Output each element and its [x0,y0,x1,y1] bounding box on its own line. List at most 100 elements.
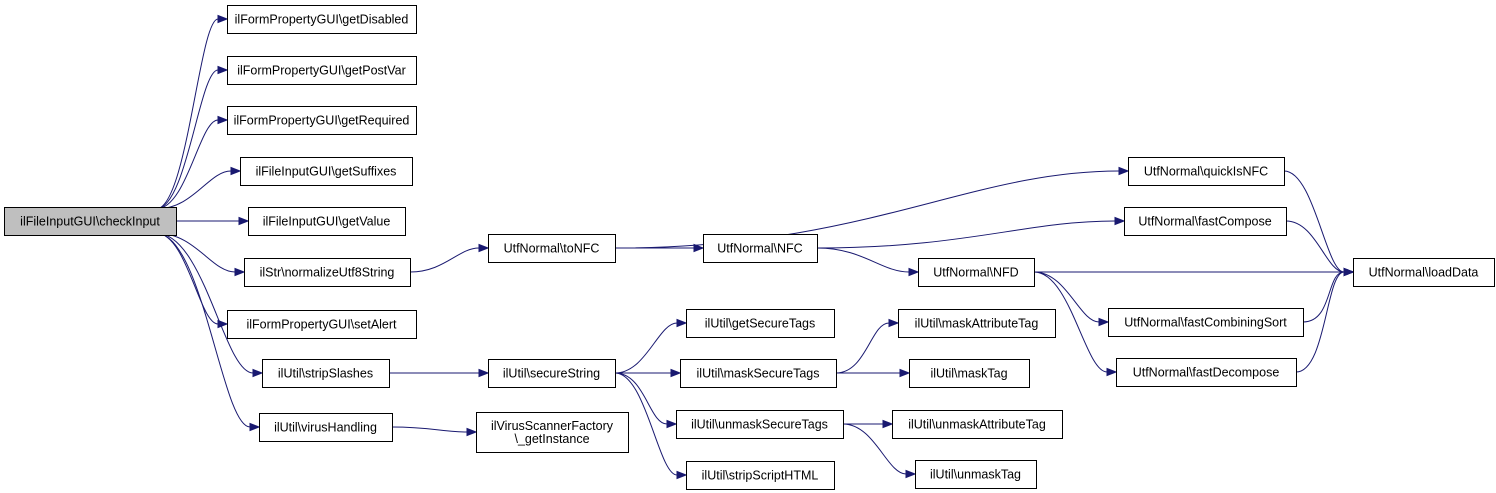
node-box-get-instance [476,412,629,453]
node-label-get-post-var: ilFormPropertyGUI\getPostVar [237,64,406,78]
node-mask-secure-tags[interactable]: ilUtil\maskSecureTags [680,359,837,388]
node-box-nfd [918,258,1035,287]
node-label-to-nfc: UtfNormal\toNFC [504,242,600,256]
node-label-mask-secure-tags: ilUtil\maskSecureTags [697,367,820,381]
node-label-get-value: ilFileInputGUI\getValue [263,215,391,229]
node-unmask-secure-tags[interactable]: ilUtil\unmaskSecureTags [676,410,844,439]
node-box-nfc [703,234,818,263]
node-box-get-post-var [227,56,417,85]
node-box-mask-attribute-tag [898,309,1056,338]
arrowhead-nfc-to-fast-compose [1114,216,1126,226]
node-get-post-var[interactable]: ilFormPropertyGUI\getPostVar [227,56,417,85]
node-virus-handling[interactable]: ilUtil\virusHandling [259,413,393,442]
node-mask-attribute-tag[interactable]: ilUtil\maskAttributeTag [898,309,1056,338]
arrowhead-normalize-utf8-string-to-to-nfc [478,243,490,253]
edge-nfd-to-fast-combining-sort [1033,271,1100,323]
arrowhead-nfd-to-fast-combining-sort [1098,317,1110,327]
arrowhead-check-input-to-get-required [217,115,229,125]
node-mask-tag[interactable]: ilUtil\maskTag [909,359,1030,388]
edge-fast-compose-to-load-data [1285,220,1345,273]
node-quick-is-nfc[interactable]: UtfNormal\quickIsNFC [1128,157,1285,186]
arrowhead-secure-string-to-mask-secure-tags [670,368,682,378]
node-box-load-data [1353,258,1495,287]
edge-check-input-to-get-disabled [155,18,219,210]
arrowhead-check-input-to-get-disabled [217,14,229,24]
arrowhead-unmask-secure-tags-to-unmask-tag [905,469,917,479]
node-load-data[interactable]: UtfNormal\loadData [1353,258,1495,287]
arrowhead-secure-string-to-unmask-secure-tags [666,419,678,429]
arrowhead-to-nfc-to-nfc [693,243,705,253]
node-box-normalize-utf8-string [244,258,411,287]
node-label-fast-combining-sort: UtfNormal\fastCombiningSort [1124,316,1287,330]
arrowhead-virus-handling-to-get-instance [466,427,478,437]
edge-to-nfc-to-quick-is-nfc [614,170,1120,249]
node-check-input[interactable]: ilFileInputGUI\checkInput [4,207,177,236]
node-label-strip-script-html: ilUtil\stripScriptHTML [702,469,819,483]
edge-nfc-to-nfd [816,247,910,273]
arrowhead-check-input-to-strip-slashes [252,368,264,378]
edge-quick-is-nfc-to-load-data [1283,170,1345,273]
node-get-value[interactable]: ilFileInputGUI\getValue [248,207,406,236]
node-label-quick-is-nfc: UtfNormal\quickIsNFC [1144,165,1268,179]
node-unmask-attribute-tag[interactable]: ilUtil\unmaskAttributeTag [892,410,1063,439]
node-box-mask-tag [909,359,1030,388]
edge-virus-handling-to-get-instance [391,426,468,433]
node-box-unmask-secure-tags [676,410,844,439]
node-box-quick-is-nfc [1128,157,1285,186]
node-unmask-tag[interactable]: ilUtil\unmaskTag [915,460,1037,489]
node-to-nfc[interactable]: UtfNormal\toNFC [488,234,616,263]
node-label-secure-string: ilUtil\secureString [503,367,600,381]
node-box-unmask-tag [915,460,1037,489]
arrowhead-check-input-to-virus-handling [249,422,261,432]
node-nfd[interactable]: UtfNormal\NFD [918,258,1035,287]
node-fast-compose[interactable]: UtfNormal\fastCompose [1124,207,1287,236]
arrowhead-check-input-to-set-alert [217,319,229,329]
node-label-get-secure-tags: ilUtil\getSecureTags [705,317,815,331]
arrowhead-secure-string-to-get-secure-tags [676,318,688,328]
node-get-secure-tags[interactable]: ilUtil\getSecureTags [686,309,835,338]
node-label-unmask-attribute-tag: ilUtil\unmaskAttributeTag [908,418,1046,432]
arrowhead-check-input-to-get-suffixes [230,166,242,176]
edge-check-input-to-strip-slashes [155,232,254,374]
node-secure-string[interactable]: ilUtil\secureString [488,359,616,388]
node-strip-script-html[interactable]: ilUtil\stripScriptHTML [686,461,835,490]
node-get-suffixes[interactable]: ilFileInputGUI\getSuffixes [240,157,413,186]
node-box-strip-script-html [686,461,835,490]
node-get-required[interactable]: ilFormPropertyGUI\getRequired [227,106,417,135]
edge-check-input-to-normalize-utf8-string [155,232,236,273]
node-normalize-utf8-string[interactable]: ilStr\normalizeUtf8String [244,258,411,287]
edge-unmask-secure-tags-to-unmask-tag [842,423,907,475]
node-label-set-alert: ilFormPropertyGUI\setAlert [246,318,397,332]
arrowhead-to-nfc-to-quick-is-nfc [1118,166,1130,176]
node-fast-combining-sort[interactable]: UtfNormal\fastCombiningSort [1108,308,1304,337]
node-label-strip-slashes: ilUtil\stripSlashes [278,367,373,381]
arrowhead-unmask-secure-tags-to-unmask-attribute-tag [882,419,894,429]
node-box-secure-string [488,359,616,388]
node-get-instance[interactable]: ilVirusScannerFactory\_getInstance [476,412,629,453]
arrowhead-check-input-to-get-post-var [217,65,229,75]
node-box-to-nfc [488,234,616,263]
arrowhead-mask-secure-tags-to-mask-tag [899,368,911,378]
arrowhead-fast-decompose-to-load-data [1343,267,1355,277]
node-set-alert[interactable]: ilFormPropertyGUI\setAlert [227,310,417,339]
node-box-virus-handling [259,413,393,442]
edge-secure-string-to-strip-script-html [614,372,678,476]
node-box-strip-slashes [262,359,390,388]
edge-secure-string-to-get-secure-tags [614,322,678,374]
node-label-nfd: UtfNormal\NFD [933,266,1018,280]
node-box-fast-compose [1124,207,1287,236]
node-label-load-data: UtfNormal\loadData [1369,266,1479,280]
edge-check-input-to-get-required [155,119,219,210]
edge-check-input-to-get-post-var [155,69,219,210]
edge-mask-secure-tags-to-mask-attribute-tag [835,322,890,374]
node-get-disabled[interactable]: ilFormPropertyGUI\getDisabled [227,5,417,34]
node-strip-slashes[interactable]: ilUtil\stripSlashes [262,359,390,388]
edge-nfd-to-fast-decompose [1033,271,1108,373]
arrowhead-secure-string-to-strip-script-html [676,470,688,480]
node-label-fast-decompose: UtfNormal\fastDecompose [1133,366,1280,380]
node-nfc[interactable]: UtfNormal\NFC [703,234,818,263]
node-label-fast-compose: UtfNormal\fastCompose [1138,215,1271,229]
node-label-get-instance-line-2: \_getInstance [514,432,589,446]
node-fast-decompose[interactable]: UtfNormal\fastDecompose [1116,358,1297,387]
node-label-get-instance-line-1: ilVirusScannerFactory [491,419,614,433]
